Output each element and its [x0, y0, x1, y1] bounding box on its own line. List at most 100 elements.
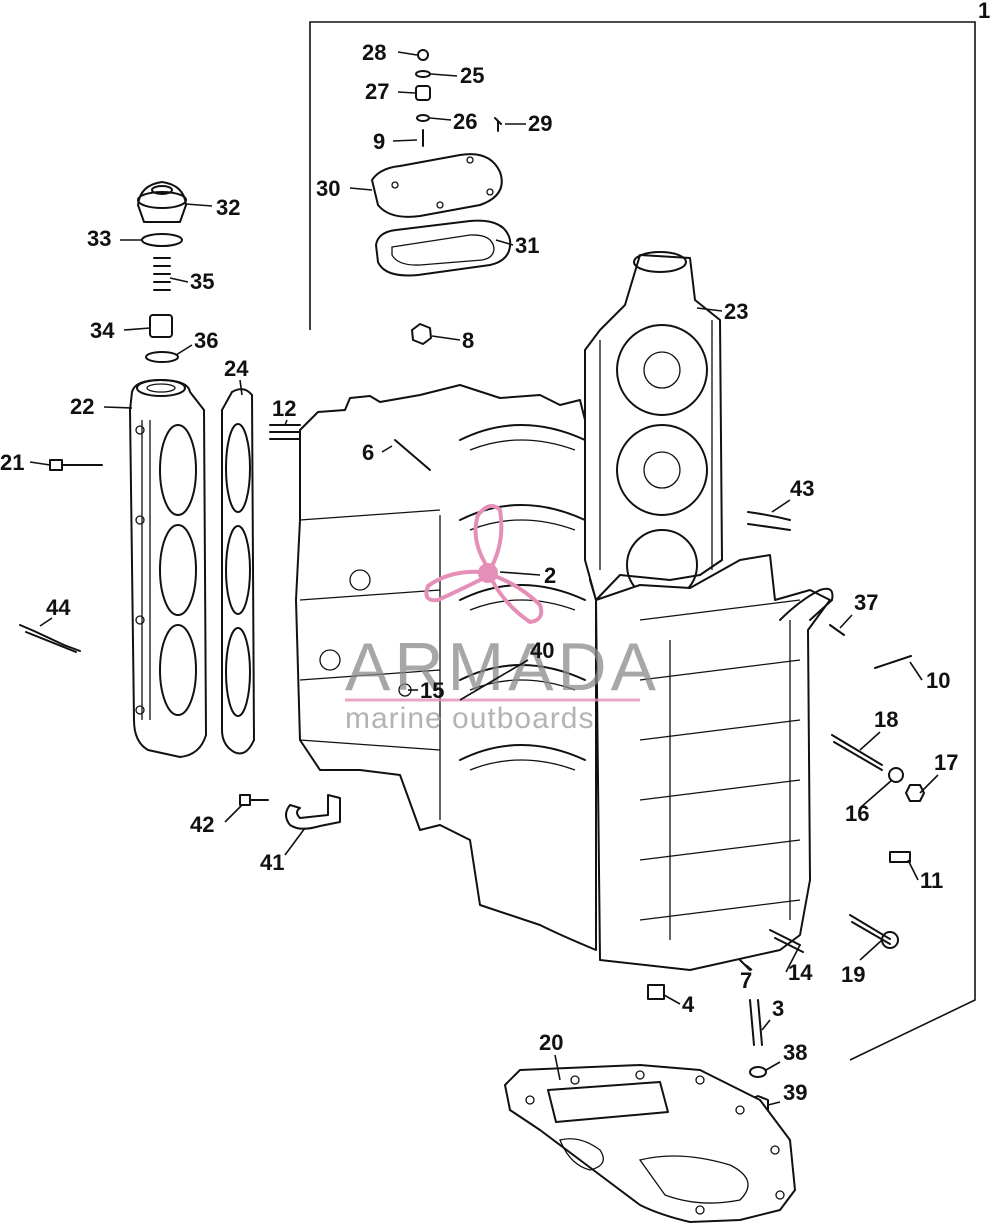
part-38-washer [749, 1066, 767, 1078]
callout-26: 26 [453, 109, 477, 134]
part-43-pin [747, 511, 791, 531]
callout-42: 42 [190, 812, 214, 837]
leader-line-39 [767, 1101, 781, 1106]
part-37-plug [829, 624, 845, 636]
leader-line-7 [745, 964, 753, 971]
part-44-spark-plug [19, 624, 81, 653]
callout-39: 39 [783, 1080, 807, 1105]
callout-21: 21 [0, 450, 24, 475]
callout-3: 3 [772, 996, 784, 1021]
callout-22: 22 [70, 394, 94, 419]
leader-line-41 [284, 827, 306, 856]
part-31-gasket [375, 219, 512, 277]
callout-41: 41 [260, 850, 284, 875]
part-12-pin [269, 424, 301, 440]
leader-line-40 [459, 659, 529, 701]
leader-line-22 [103, 406, 133, 409]
callout-31: 31 [515, 233, 539, 258]
head-gasket-24 [221, 388, 255, 755]
leader-line-32 [185, 203, 213, 207]
callout-12: 12 [272, 396, 296, 421]
part-21-bolt [49, 459, 103, 471]
block-right-side [595, 554, 834, 971]
part-32-cover [137, 181, 187, 223]
callout-43: 43 [790, 476, 814, 501]
part-26-ring [416, 114, 430, 122]
callout-24: 24 [224, 356, 249, 381]
callout-25: 25 [460, 63, 484, 88]
leader-line-3 [761, 1019, 771, 1031]
callout-40: 40 [530, 638, 554, 663]
leader-line-11 [907, 859, 919, 881]
leader-line-17 [919, 774, 939, 794]
callout-37: 37 [854, 590, 878, 615]
part-7-pin [739, 959, 751, 971]
leader-line-18 [859, 731, 881, 751]
part-30-cover [371, 153, 503, 218]
callout-2: 2 [544, 563, 556, 588]
part-35-spring [153, 257, 171, 291]
callout-44: 44 [46, 595, 71, 620]
callout-23: 23 [724, 299, 748, 324]
leader-line-4 [663, 994, 681, 1005]
part-28-nut [417, 49, 429, 61]
callout-19: 19 [841, 962, 865, 987]
leader-line-8 [431, 335, 461, 341]
callout-4: 4 [682, 992, 695, 1017]
callout-35: 35 [190, 269, 214, 294]
callout-6: 6 [362, 440, 374, 465]
leader-line-20 [554, 1054, 561, 1081]
callout-33: 33 [87, 226, 111, 251]
crankcase-block [295, 384, 601, 951]
part-10-bolt [874, 655, 912, 669]
right-fasteners [647, 624, 925, 1115]
leader-line-44 [39, 617, 53, 627]
part-41-clamp [285, 794, 341, 830]
callout-32: 32 [216, 195, 240, 220]
part-18-stud [831, 734, 883, 771]
leader-line-31 [495, 239, 514, 246]
callout-29: 29 [528, 111, 552, 136]
leader-line-6 [381, 445, 393, 453]
leader-line-28 [397, 51, 418, 56]
callout-9: 9 [373, 129, 385, 154]
top-small-parts [371, 49, 512, 345]
callout-38: 38 [783, 1040, 807, 1065]
leader-line-14 [785, 944, 801, 973]
part-27-bushing [415, 85, 431, 101]
leader-line-35 [169, 277, 189, 283]
propeller-logo-icon [424, 504, 544, 625]
leader-line-43 [771, 499, 791, 513]
cylinder-head-22 [129, 379, 207, 758]
part-42-bolt [239, 794, 269, 806]
leader-line-19 [859, 939, 883, 961]
cylinder-block-23 [584, 251, 723, 601]
lower-left-parts [239, 794, 341, 830]
callout-20: 20 [539, 1030, 563, 1055]
part-34-thermostat [149, 314, 173, 338]
callout-15: 15 [420, 678, 444, 703]
callout-28: 28 [362, 40, 386, 65]
part-6-pin [394, 439, 431, 471]
leader-line-9 [392, 139, 418, 142]
part-3-stud [749, 999, 763, 1046]
watermark-tagline: marine outboards [345, 702, 594, 735]
leader-line-37 [839, 614, 853, 629]
part-19-bolt [849, 914, 891, 945]
leader-line-26 [429, 117, 452, 121]
leader-line-42 [224, 804, 243, 823]
callout-30: 30 [316, 176, 340, 201]
leader-line-34 [123, 327, 151, 331]
part-29-screw [494, 117, 502, 132]
callout-14: 14 [788, 960, 813, 985]
leader-line-38 [765, 1061, 781, 1071]
part-33-gasket [141, 233, 183, 247]
leader-line-16 [859, 779, 893, 809]
assembly-number: 1 [978, 0, 990, 23]
leader-line-25 [430, 73, 458, 77]
leader-line-23 [696, 307, 723, 312]
part-8-nut [411, 323, 432, 345]
assembly-bracket: 1 [309, 0, 990, 1061]
